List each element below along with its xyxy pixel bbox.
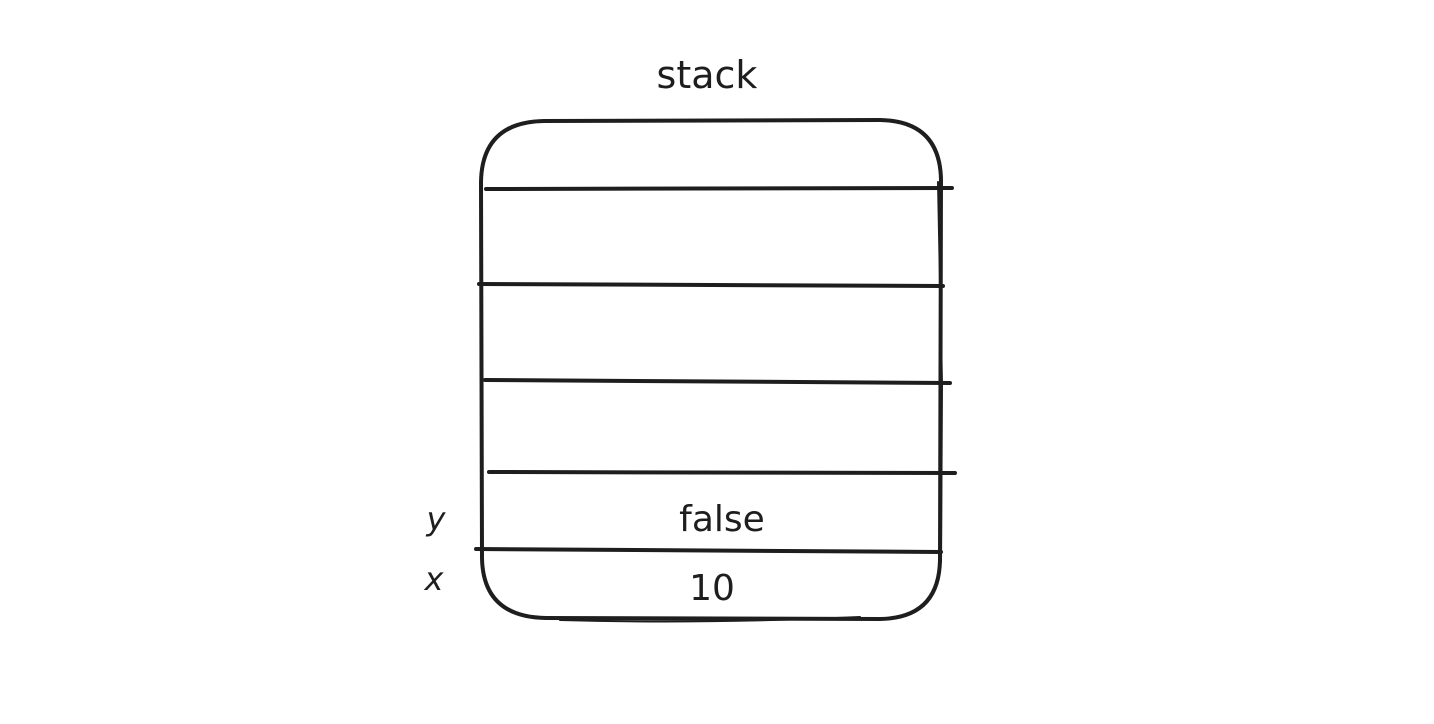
stack-container — [479, 118, 943, 621]
slot-divider — [484, 186, 954, 191]
slot-divider — [483, 378, 952, 385]
slot-value: 10 — [689, 568, 735, 609]
stack-container-sketch-bottom — [559, 616, 861, 623]
slot-divider — [487, 470, 957, 475]
slot-divider — [477, 282, 945, 288]
variable-label: x — [424, 560, 445, 598]
slot-divider — [474, 547, 943, 554]
slot-value: false — [679, 499, 765, 540]
stack-title: stack — [657, 53, 758, 97]
variable-label: y — [426, 500, 447, 538]
